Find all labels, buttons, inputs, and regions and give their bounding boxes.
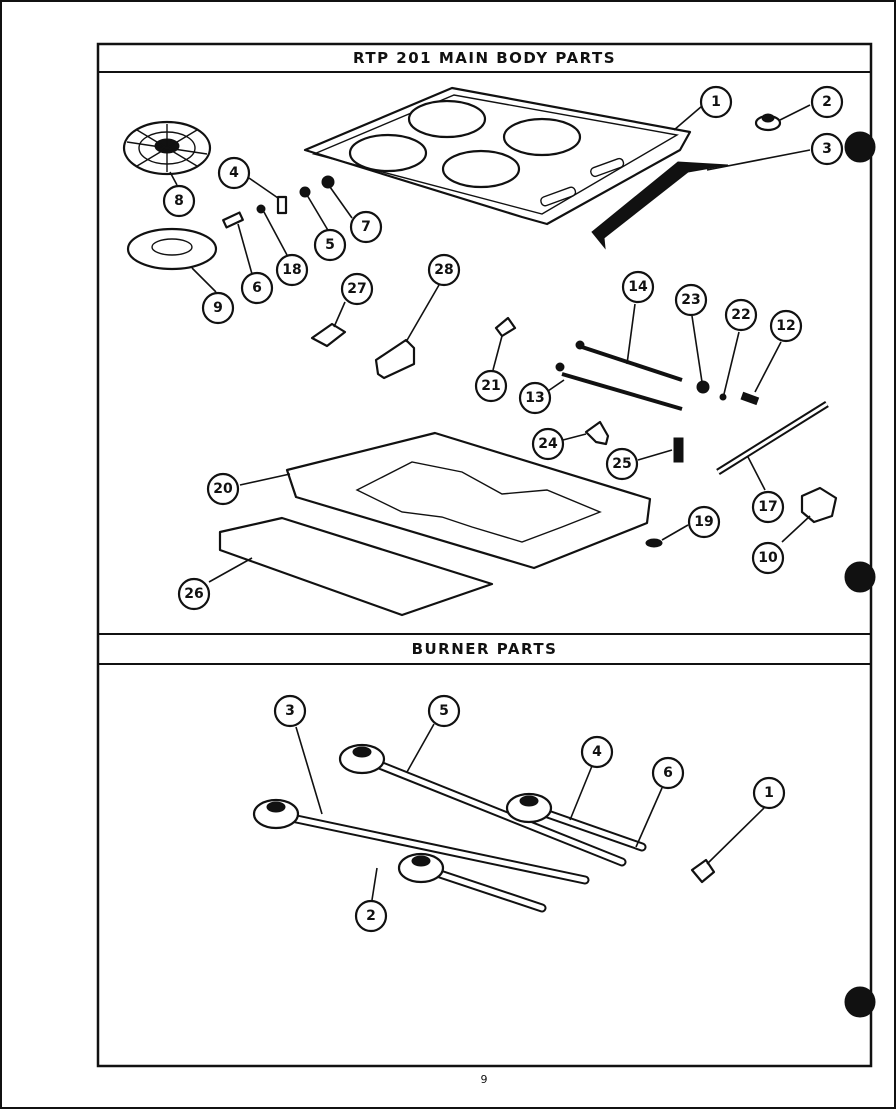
callout-main-23: 23	[674, 283, 708, 317]
callout-main-9: 9	[201, 291, 235, 325]
burner-grate-part	[122, 120, 212, 176]
callout-main-7: 7	[349, 210, 383, 244]
svg-text:5: 5	[439, 703, 449, 719]
binder-hole-top	[844, 131, 876, 163]
svg-text:27: 27	[347, 281, 366, 297]
svg-text:3: 3	[285, 703, 295, 719]
switch-part	[800, 486, 838, 524]
callout-main-17: 17	[751, 490, 785, 524]
svg-text:18: 18	[282, 262, 301, 278]
callout-main-19: 19	[687, 505, 721, 539]
cooktop-top-part	[303, 86, 692, 226]
clip-part	[310, 322, 347, 348]
svg-text:2: 2	[822, 94, 832, 110]
svg-text:5: 5	[325, 237, 335, 253]
svg-text:12: 12	[776, 318, 795, 334]
callout-main-2: 2	[810, 85, 844, 119]
svg-text:24: 24	[538, 436, 558, 452]
burner-box-part	[285, 431, 652, 570]
svg-text:1: 1	[711, 94, 721, 110]
callout-burner-6: 6	[651, 756, 685, 790]
bracket-part	[374, 338, 416, 380]
callout-burner-5: 5	[427, 694, 461, 728]
svg-text:22: 22	[731, 307, 750, 323]
callout-main-1: 1	[699, 85, 733, 119]
main-body-section-title: RTP 201 MAIN BODY PARTS	[352, 49, 616, 67]
svg-text:6: 6	[663, 765, 673, 781]
callout-main-26: 26	[177, 577, 211, 611]
burner-assembly-front-left	[252, 798, 590, 885]
drip-ring-part	[126, 227, 218, 271]
small-hardware-parts	[222, 175, 335, 229]
screw-part	[645, 538, 663, 548]
leader-lines	[169, 104, 811, 901]
trim-strip-part	[591, 161, 729, 250]
callout-main-13: 13	[518, 381, 552, 415]
svg-text:6: 6	[252, 280, 262, 296]
callout-burner-1: 1	[752, 776, 786, 810]
svg-text:2: 2	[366, 908, 376, 924]
svg-text:1: 1	[764, 785, 774, 801]
binder-hole-middle	[844, 561, 876, 593]
knob-part	[754, 113, 782, 132]
callout-burner-4: 4	[580, 735, 614, 769]
svg-text:4: 4	[229, 165, 239, 181]
callout-main-14: 14	[621, 270, 655, 304]
svg-text:28: 28	[434, 262, 453, 278]
page-number: 9	[480, 1073, 488, 1086]
callout-main-12: 12	[769, 309, 803, 343]
svg-text:21: 21	[481, 378, 500, 394]
callout-main-25: 25	[605, 447, 639, 481]
svg-text:7: 7	[361, 219, 371, 235]
drawer-part	[218, 516, 494, 617]
valve-hardware-parts	[696, 380, 760, 406]
svg-text:3: 3	[822, 141, 832, 157]
svg-text:4: 4	[592, 744, 602, 760]
burner-assembly-rear-right	[505, 792, 647, 852]
svg-text:13: 13	[525, 390, 544, 406]
manifold-part	[716, 401, 829, 475]
callout-burner-2: 2	[354, 899, 388, 933]
diagram-frame	[96, 42, 873, 1068]
svg-text:14: 14	[628, 279, 648, 295]
burner-section-title: BURNER PARTS	[411, 640, 558, 658]
callout-main-22: 22	[724, 298, 758, 332]
binder-hole-bottom	[844, 986, 876, 1018]
svg-text:10: 10	[758, 550, 778, 566]
svg-text:23: 23	[681, 292, 700, 308]
callout-main-4: 4	[217, 156, 251, 190]
valve-cap-part	[494, 316, 517, 338]
svg-text:19: 19	[694, 514, 713, 530]
callout-main-5: 5	[313, 228, 347, 262]
burner-assembly-rear-left	[338, 743, 627, 867]
callout-main-10: 10	[751, 541, 785, 575]
callout-main-21: 21	[474, 369, 508, 403]
callout-main-24: 24	[531, 427, 565, 461]
svg-text:17: 17	[758, 499, 777, 515]
valve-rod-parts	[555, 340, 683, 411]
callout-main-18: 18	[275, 253, 309, 287]
svg-text:25: 25	[612, 456, 631, 472]
svg-text:20: 20	[213, 481, 233, 497]
svg-text:8: 8	[174, 193, 184, 209]
svg-text:26: 26	[184, 586, 203, 602]
callout-main-28: 28	[427, 253, 461, 287]
callout-main-8: 8	[162, 184, 196, 218]
burner-assembly-front-right	[397, 852, 547, 913]
svg-text:9: 9	[213, 300, 223, 316]
spring-part	[673, 437, 684, 463]
callout-main-3: 3	[810, 132, 844, 166]
callout-burner-3: 3	[273, 694, 307, 728]
callout-main-27: 27	[340, 272, 374, 306]
elbow-fitting-part	[584, 420, 610, 446]
ignitor-part	[690, 858, 716, 884]
callout-main-20: 20	[206, 472, 240, 506]
callout-main-6: 6	[240, 271, 274, 305]
